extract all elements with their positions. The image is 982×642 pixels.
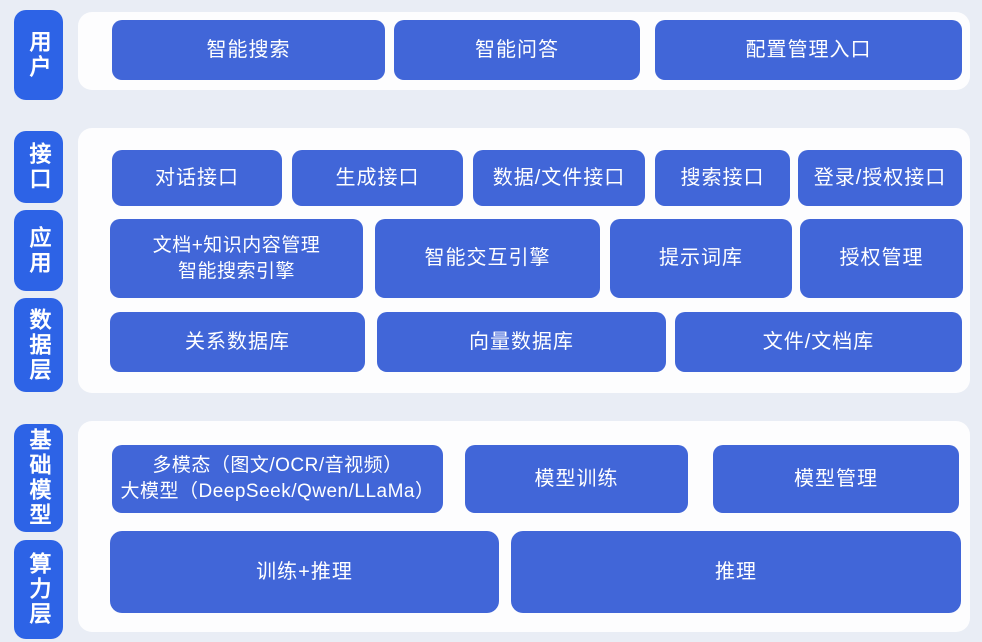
layer-tab-data: 数据层 — [14, 298, 63, 392]
box-multimodal-llm: 多模态（图文/OCR/音视频） 大模型（DeepSeek/Qwen/LLaMa） — [112, 445, 443, 513]
layer-tab-base-model: 基础模型 — [14, 424, 63, 532]
box-vector-db: 向量数据库 — [377, 312, 666, 372]
box-file-doc-store: 文件/文档库 — [675, 312, 962, 372]
box-doc-knowledge-engine: 文档+知识内容管理 智能搜索引擎 — [110, 219, 363, 298]
box-prompt-library: 提示词库 — [610, 219, 792, 298]
box-login-auth-api: 登录/授权接口 — [798, 150, 962, 206]
box-smart-qa: 智能问答 — [394, 20, 640, 80]
layer-tab-user: 用户 — [14, 10, 63, 100]
box-config-entry: 配置管理入口 — [655, 20, 962, 80]
box-smart-search: 智能搜索 — [112, 20, 385, 80]
layer-tab-compute: 算力层 — [14, 540, 63, 639]
box-generate-api: 生成接口 — [292, 150, 463, 206]
layer-tab-interface: 接口 — [14, 131, 63, 203]
box-train-inference: 训练+推理 — [110, 531, 499, 613]
box-auth-management: 授权管理 — [800, 219, 963, 298]
box-interactive-engine: 智能交互引擎 — [375, 219, 600, 298]
box-relational-db: 关系数据库 — [110, 312, 365, 372]
box-data-file-api: 数据/文件接口 — [473, 150, 645, 206]
box-model-training: 模型训练 — [465, 445, 688, 513]
box-search-api: 搜索接口 — [655, 150, 790, 206]
box-model-management: 模型管理 — [713, 445, 959, 513]
layer-tab-application: 应用 — [14, 210, 63, 291]
box-chat-api: 对话接口 — [112, 150, 282, 206]
box-inference: 推理 — [511, 531, 961, 613]
